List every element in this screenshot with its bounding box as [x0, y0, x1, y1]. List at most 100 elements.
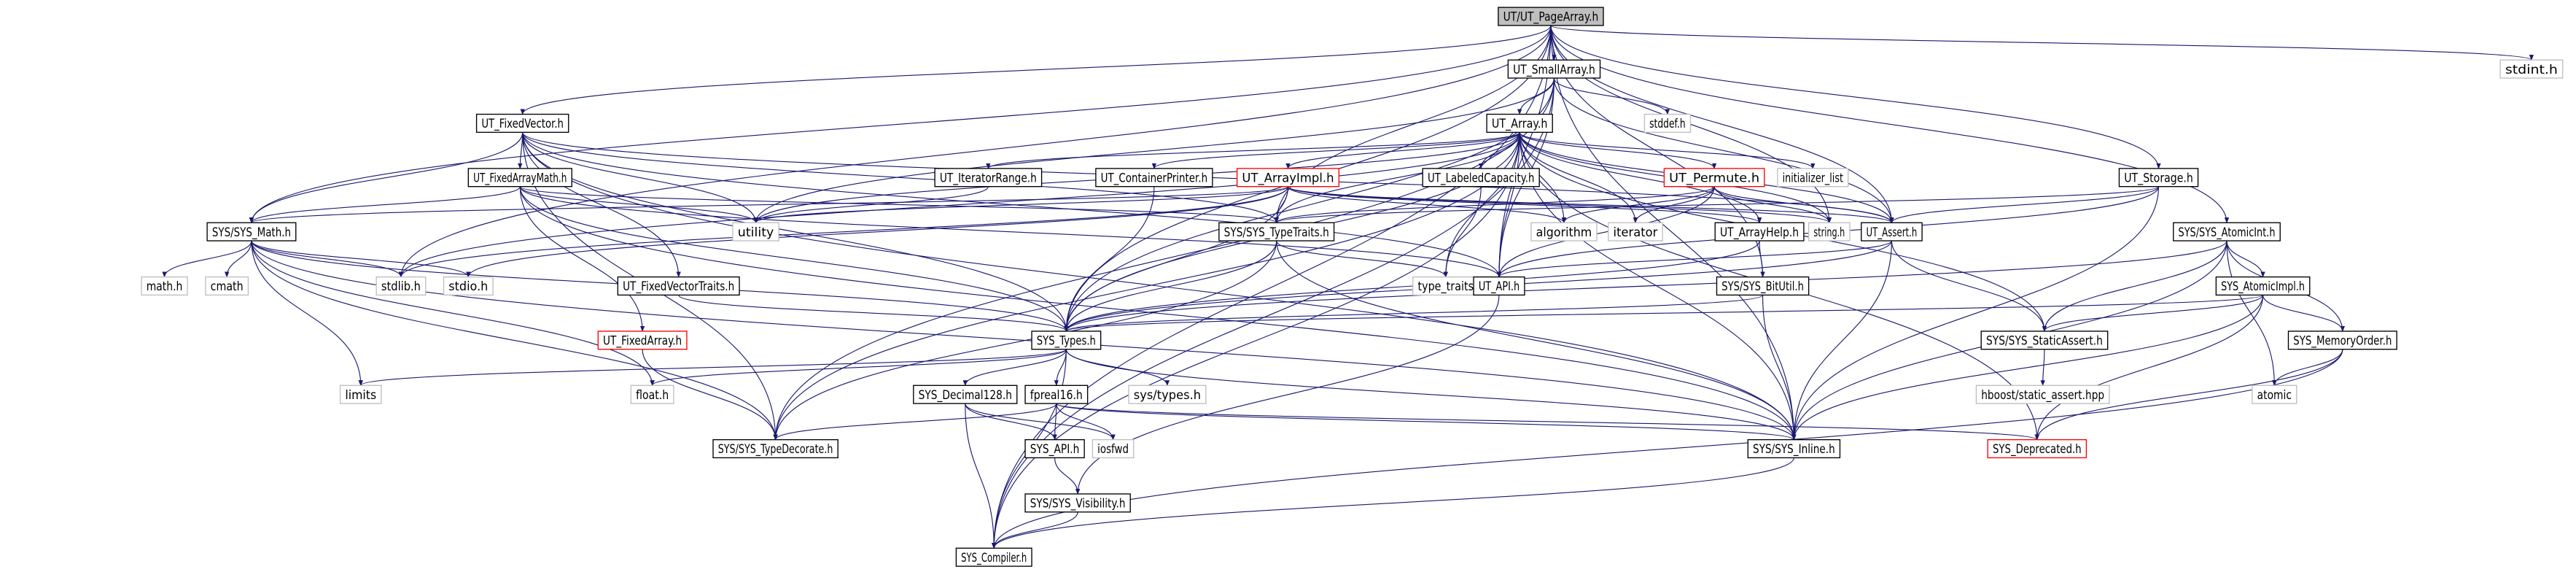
node-MemoryOrder[interactable]: SYS_MemoryOrder.h: [2287, 331, 2397, 350]
node-Array[interactable]: UT_Array.h: [1486, 113, 1553, 134]
node-box[interactable]: [630, 384, 674, 404]
node-Permute[interactable]: UT_Permute.h: [1663, 168, 1765, 188]
node-cmath[interactable]: cmath: [205, 276, 249, 296]
node-AtomicImpl[interactable]: SYS_AtomicImpl.h: [2215, 276, 2311, 296]
node-box[interactable]: [1092, 438, 1135, 459]
node-stdlib[interactable]: stdlib.h: [375, 276, 427, 296]
node-box[interactable]: [1024, 493, 1131, 513]
node-box[interactable]: [1218, 222, 1335, 241]
node-ArrayImpl[interactable]: UT_ArrayImpl.h: [1236, 168, 1340, 188]
node-BitUtil[interactable]: SYS/SYS_BitUtil.h: [1716, 276, 1810, 296]
node-IteratorRange[interactable]: UT_IteratorRange.h: [934, 168, 1043, 188]
node-ArrayHelp[interactable]: UT_ArrayHelp.h: [1714, 222, 1805, 241]
node-box[interactable]: [375, 276, 427, 296]
node-box[interactable]: [443, 276, 494, 296]
node-box[interactable]: [467, 168, 572, 188]
node-box[interactable]: [913, 384, 1018, 404]
node-box[interactable]: [617, 276, 740, 296]
node-box[interactable]: [1608, 222, 1663, 241]
node-LabeledCapacity[interactable]: UT_LabeledCapacity.h: [1422, 168, 1540, 188]
node-box[interactable]: [475, 113, 569, 134]
node-SysAPI[interactable]: SYS_API.h: [1024, 438, 1085, 459]
node-box[interactable]: [1412, 276, 1479, 296]
node-FixedVector[interactable]: UT_FixedVector.h: [475, 113, 569, 134]
node-box[interactable]: [2173, 222, 2281, 241]
node-box[interactable]: [1486, 113, 1553, 134]
node-Visibility[interactable]: SYS/SYS_Visibility.h: [1024, 493, 1131, 513]
node-stdint[interactable]: stdint.h: [2499, 59, 2564, 79]
node-type_traits[interactable]: type_traits: [1412, 276, 1479, 296]
node-box[interactable]: [1716, 276, 1810, 296]
node-iosfwd[interactable]: iosfwd: [1092, 438, 1135, 459]
node-box[interactable]: [2215, 276, 2311, 296]
node-box[interactable]: [205, 276, 249, 296]
node-box[interactable]: [955, 547, 1032, 567]
node-box[interactable]: [1530, 222, 1598, 241]
node-stdio[interactable]: stdio.h: [443, 276, 494, 296]
node-API[interactable]: UT_API.h: [1473, 276, 1525, 296]
node-box[interactable]: [1777, 168, 1849, 188]
node-atomic[interactable]: atomic: [2252, 384, 2297, 404]
node-box[interactable]: [1024, 438, 1085, 459]
node-box[interactable]: [1975, 384, 2110, 404]
node-PageArray[interactable]: UT/UT_PageArray.h: [1498, 7, 1604, 26]
node-box[interactable]: [1031, 331, 1102, 350]
node-fpreal16[interactable]: fpreal16.h: [1024, 384, 1089, 404]
node-hboost[interactable]: hboost/static_assert.hpp: [1975, 384, 2110, 404]
node-box[interactable]: [206, 222, 297, 241]
node-box[interactable]: [1236, 168, 1340, 188]
node-box[interactable]: [1987, 438, 2087, 459]
node-FixedArray[interactable]: UT_FixedArray.h: [597, 331, 688, 350]
node-algorithm[interactable]: algorithm: [1530, 222, 1598, 241]
node-box[interactable]: [1024, 384, 1089, 404]
node-initializer_list[interactable]: initializer_list: [1777, 168, 1849, 188]
node-Storage[interactable]: UT_Storage.h: [2118, 168, 2199, 188]
node-box[interactable]: [597, 331, 688, 350]
node-box[interactable]: [1980, 331, 2109, 350]
node-box[interactable]: [1714, 222, 1805, 241]
node-string[interactable]: string.h: [1808, 222, 1851, 241]
node-Assert[interactable]: UT_Assert.h: [1861, 222, 1923, 241]
node-box[interactable]: [339, 384, 382, 404]
node-box[interactable]: [2287, 331, 2397, 350]
node-TypeDecorate[interactable]: SYS/SYS_TypeDecorate.h: [712, 438, 838, 459]
node-box[interactable]: [1507, 59, 1601, 79]
node-box[interactable]: [1498, 7, 1604, 26]
node-box[interactable]: [2252, 384, 2297, 404]
node-box[interactable]: [1095, 168, 1213, 188]
node-stddef[interactable]: stddef.h: [1643, 113, 1692, 134]
node-StaticAssert[interactable]: SYS/SYS_StaticAssert.h: [1980, 331, 2109, 350]
node-FixedVectorTraits[interactable]: UT_FixedVectorTraits.h: [617, 276, 740, 296]
node-ContainerPrinter[interactable]: UT_ContainerPrinter.h: [1095, 168, 1213, 188]
node-box[interactable]: [141, 276, 188, 296]
node-box[interactable]: [1473, 276, 1525, 296]
node-box[interactable]: [1643, 113, 1692, 134]
node-box[interactable]: [2499, 59, 2564, 79]
node-systypes[interactable]: sys/types.h: [1128, 384, 1207, 404]
node-mathh[interactable]: math.h: [141, 276, 188, 296]
node-box[interactable]: [1128, 384, 1207, 404]
node-Decimal128[interactable]: SYS_Decimal128.h: [913, 384, 1018, 404]
node-box[interactable]: [1663, 168, 1765, 188]
node-box[interactable]: [1861, 222, 1923, 241]
node-FixedArrayMath[interactable]: UT_FixedArrayMath.h: [467, 168, 572, 188]
node-AtomicInt[interactable]: SYS/SYS_AtomicInt.h: [2173, 222, 2281, 241]
node-box[interactable]: [712, 438, 838, 459]
node-SmallArray[interactable]: UT_SmallArray.h: [1507, 59, 1601, 79]
node-TypeTraits[interactable]: SYS/SYS_TypeTraits.h: [1218, 222, 1335, 241]
node-Inline[interactable]: SYS/SYS_Inline.h: [1747, 438, 1841, 459]
node-iterator[interactable]: iterator: [1608, 222, 1663, 241]
node-utility[interactable]: utility: [732, 222, 779, 241]
node-Math[interactable]: SYS/SYS_Math.h: [206, 222, 297, 241]
node-box[interactable]: [732, 222, 779, 241]
node-Deprecated[interactable]: SYS_Deprecated.h: [1987, 438, 2087, 459]
node-Types[interactable]: SYS_Types.h: [1031, 331, 1102, 350]
node-box[interactable]: [1808, 222, 1851, 241]
node-box[interactable]: [1422, 168, 1540, 188]
node-box[interactable]: [934, 168, 1043, 188]
node-box[interactable]: [2118, 168, 2199, 188]
node-Compiler[interactable]: SYS_Compiler.h: [955, 547, 1032, 567]
node-limits[interactable]: limits: [339, 384, 382, 404]
node-box[interactable]: [1747, 438, 1841, 459]
node-float[interactable]: float.h: [630, 384, 674, 404]
